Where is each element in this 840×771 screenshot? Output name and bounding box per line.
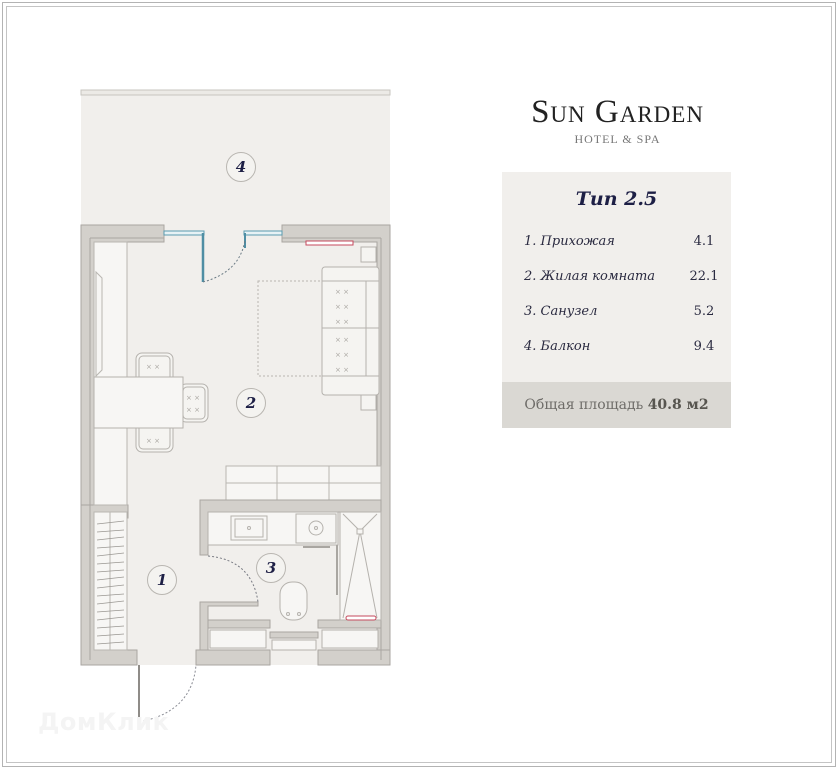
svg-text:× ×: × × xyxy=(335,288,349,296)
balcony-door xyxy=(163,230,283,283)
room-marker-3 xyxy=(256,553,286,583)
room-number-1: 1 xyxy=(157,571,167,589)
spec-panel: Тип 2.5 1. Прихожая 4.1 2. Жилая комната… xyxy=(502,172,731,428)
room-area: 9.4 xyxy=(693,339,715,354)
storage-cabinets xyxy=(225,465,382,501)
watermark: ДомКлик xyxy=(38,708,170,736)
room-marker-4 xyxy=(226,152,256,182)
room-markers: 4 2 1 3 xyxy=(147,152,286,595)
entrance-door xyxy=(138,664,197,723)
total-area-value: 40.8 м2 xyxy=(647,397,709,413)
bathroom-radiator xyxy=(345,615,377,621)
total-area-label: Общая площадь xyxy=(524,397,648,413)
room-number-3: 3 xyxy=(266,559,276,577)
room-number-4: 4 xyxy=(236,158,246,176)
room-area: 4.1 xyxy=(693,234,715,249)
svg-text:× ×: × × xyxy=(146,363,160,371)
room-label: 1. Прихожая xyxy=(524,234,615,249)
bathroom-door-swing xyxy=(207,555,259,603)
radiator xyxy=(305,240,354,246)
room-marker-1 xyxy=(147,565,177,595)
bathroom-fixtures xyxy=(207,511,382,621)
room-marker-2 xyxy=(236,388,266,418)
room-label: 3. Санузел xyxy=(524,304,598,319)
svg-text:× ×: × × xyxy=(335,303,349,311)
room-area: 22.1 xyxy=(689,269,719,284)
sofa xyxy=(321,246,380,411)
unit-type-title: Тип 2.5 xyxy=(575,188,658,210)
kitchen-counter xyxy=(93,241,128,506)
total-area-bar: Общая площадь 40.8 м2 xyxy=(502,382,731,428)
svg-text:× ×: × × xyxy=(335,336,349,344)
svg-text:× ×: × × xyxy=(186,394,200,402)
hall-closet xyxy=(93,511,128,651)
room-label: 4. Балкон xyxy=(524,339,591,354)
dining-set xyxy=(93,352,209,453)
brand-logo: Sun Garden HOTEL & SPA xyxy=(505,92,730,147)
svg-text:× ×: × × xyxy=(335,318,349,326)
svg-text:× ×: × × xyxy=(335,366,349,374)
inner-frame xyxy=(6,6,832,763)
svg-text:× ×: × × xyxy=(146,437,160,445)
brand-name: Sun Garden xyxy=(531,94,704,130)
svg-text:× ×: × × xyxy=(186,406,200,414)
svg-text:× ×: × × xyxy=(335,351,349,359)
brand-subtitle: HOTEL & SPA xyxy=(574,132,661,146)
room-label: 2. Жилая комната xyxy=(524,269,656,284)
room-area: 5.2 xyxy=(693,304,715,319)
room-number-2: 2 xyxy=(245,394,256,412)
